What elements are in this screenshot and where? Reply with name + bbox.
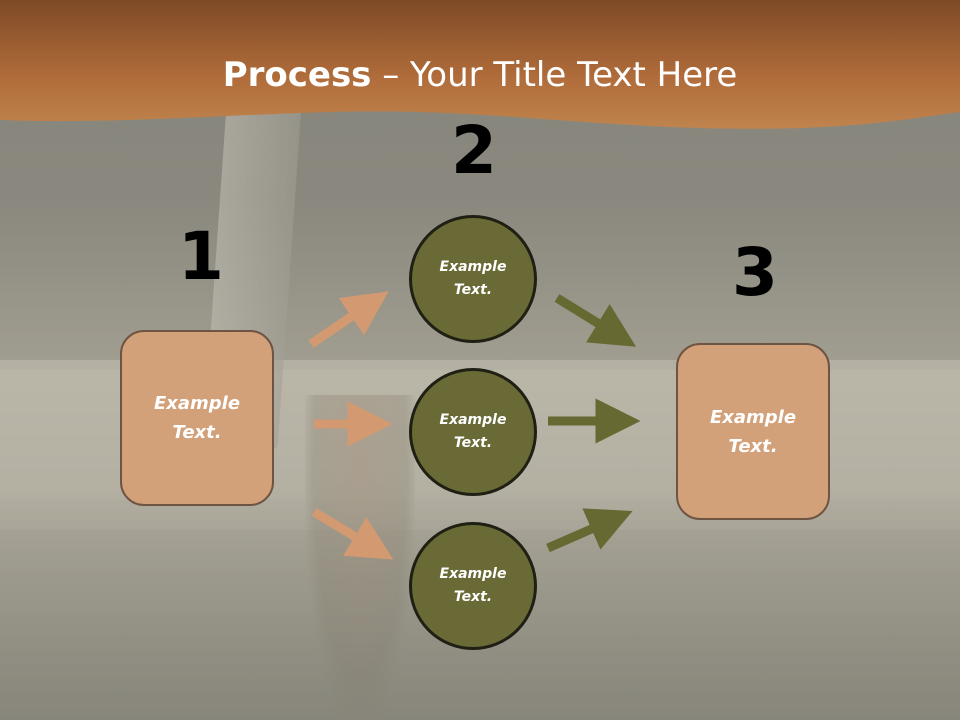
arrow-left-to-circle-3 bbox=[311, 508, 394, 560]
left-step-box-label: Example Text. bbox=[153, 393, 241, 443]
slide-title-rest: – Your Title Text Here bbox=[371, 55, 738, 95]
step-number-1: 1 bbox=[178, 218, 224, 295]
step-number-2: 2 bbox=[451, 112, 497, 189]
middle-circle-1[interactable]: Example Text. bbox=[409, 215, 537, 343]
title-banner-shape bbox=[0, 0, 960, 129]
right-step-box[interactable]: Example Text. bbox=[676, 343, 830, 520]
middle-circle-2-label: Example Text. bbox=[439, 412, 507, 451]
arrow-left-to-circle-1 bbox=[308, 291, 389, 348]
right-step-box-label: Example Text. bbox=[709, 406, 797, 457]
middle-circle-3-label: Example Text. bbox=[439, 566, 507, 605]
title-banner: Process – Your Title Text Here bbox=[0, 0, 960, 140]
arrow-circle-3-to-right bbox=[546, 508, 633, 553]
middle-circle-1-label: Example Text. bbox=[439, 259, 507, 298]
slide-title: Process – Your Title Text Here bbox=[0, 55, 960, 95]
middle-circle-3[interactable]: Example Text. bbox=[409, 522, 537, 650]
middle-circle-2[interactable]: Example Text. bbox=[409, 368, 537, 496]
step-number-3: 3 bbox=[732, 234, 778, 311]
slide-title-bold: Process bbox=[222, 55, 372, 95]
arrow-circle-1-to-right bbox=[554, 294, 637, 347]
left-step-box[interactable]: Example Text. bbox=[120, 330, 274, 506]
